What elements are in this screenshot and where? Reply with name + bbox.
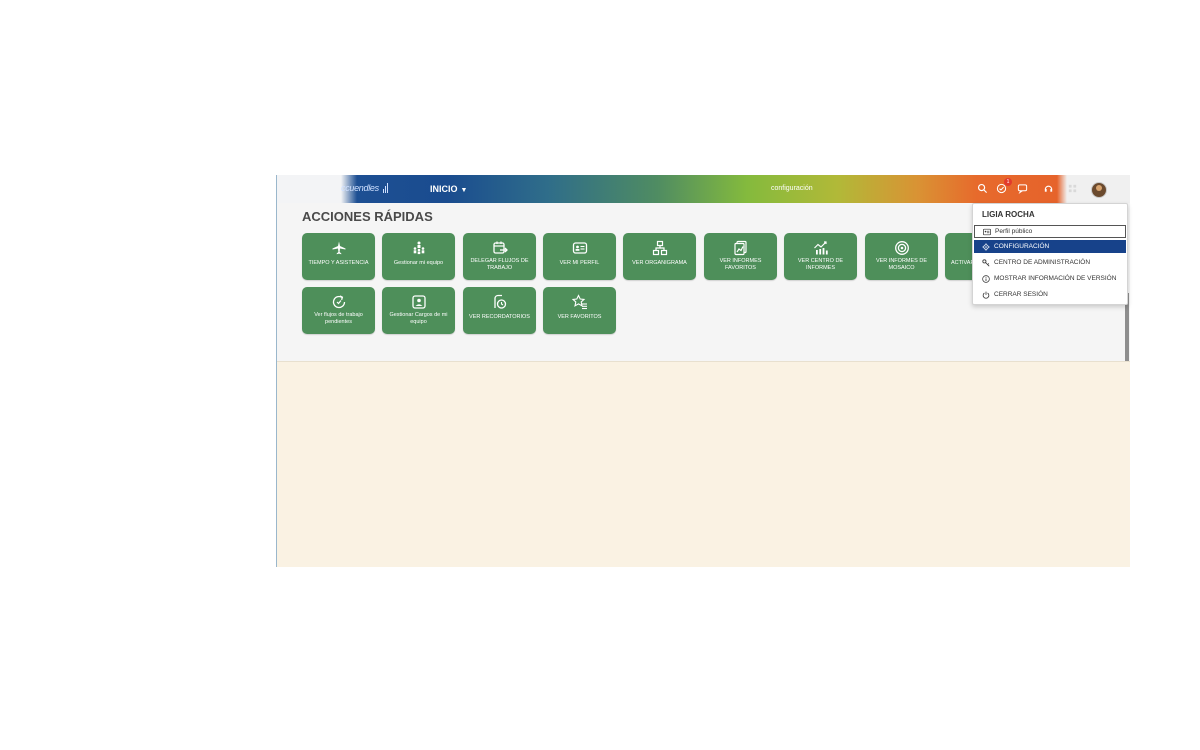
tile-delegar-flujos[interactable]: DELEGAR FLUJOS DE TRABAJO [463,233,536,280]
tile-ver-favoritos[interactable]: VER FAVORITOS [543,287,616,334]
tile-label: TIEMPO Y ASISTENCIA [308,260,369,266]
tile-label: DELEGAR FLUJOS DE TRABAJO [470,258,529,271]
chart-icon [784,240,857,256]
tile-label: VER INFORMES DE MOSAICO [875,258,928,271]
tile-ver-flujos-pendientes[interactable]: Ver flujos de trabajo pendientes [302,287,375,334]
org-chart-icon [623,240,696,256]
search-icon[interactable] [976,183,989,196]
help-icon[interactable] [1042,183,1055,196]
tile-label: Gestionar Cargos de mi equipo [389,312,448,325]
id-card-icon [543,240,616,256]
company-logo[interactable]: ccuendles [341,183,389,193]
tile-ver-recordatorios[interactable]: VER RECORDATORIOS [463,287,536,334]
menu-item-centro-administracion[interactable]: CENTRO DE ADMINISTRACIÓN [974,256,1126,269]
tile-ver-centro-informes[interactable]: VER CENTRO DE INFORMES [784,233,857,280]
top-navigation-bar: ccuendles INICIO▼ configuración 1 [277,175,1130,203]
menu-item-label: CENTRO DE ADMINISTRACIÓN [994,259,1091,266]
report-icon [704,240,777,256]
tile-label: VER FAVORITOS [557,314,602,320]
tile-label: Gestionar mi equipo [393,260,444,266]
menu-item-configuracion[interactable]: CONFIGURACIÓN [974,240,1126,253]
tile-ver-informes-mosaico[interactable]: VER INFORMES DE MOSAICO [865,233,938,280]
notification-badge: 1 [1004,178,1012,186]
user-avatar[interactable] [1091,182,1107,198]
menu-item-label: Perfil público [995,228,1033,235]
menu-item-cerrar-sesion[interactable]: CERRAR SESIÓN [974,288,1126,301]
user-menu-dropdown: LIGIA ROCHA Perfil público CONFIGURACIÓN… [972,203,1128,305]
tile-label: ACTIVAR [951,260,975,266]
target-icon [865,240,938,256]
menu-item-label: CONFIGURACIÓN [994,243,1050,250]
vertical-scrollbar[interactable] [1125,293,1129,363]
tile-label: VER CENTRO DE INFORMES [797,258,844,271]
power-icon [982,291,990,299]
tile-ver-mi-perfil[interactable]: VER MI PERFIL [543,233,616,280]
airplane-icon [302,240,375,256]
menu-item-label: MOSTRAR INFORMACIÓN DE VERSIÓN [994,275,1117,282]
menu-item-mostrar-version[interactable]: MOSTRAR INFORMACIÓN DE VERSIÓN [974,272,1126,285]
id-card-icon [983,228,991,236]
profile-box-icon [382,294,455,310]
keys-icon [982,259,990,267]
refresh-icon [302,294,375,310]
tile-label: Ver flujos de trabajo pendientes [314,312,363,325]
user-name: LIGIA ROCHA [982,210,1035,219]
tile-label: VER MI PERFIL [559,260,600,266]
menu-item-label: CERRAR SESIÓN [994,291,1048,298]
tile-ver-organigrama[interactable]: VER ORGANIGRAMA [623,233,696,280]
tile-tiempo-asistencia[interactable]: TIEMPO Y ASISTENCIA [302,233,375,280]
menu-item-perfil-publico[interactable]: Perfil público [974,225,1126,238]
gear-icon [982,243,990,251]
grid-icon[interactable] [1066,183,1079,196]
info-icon [982,275,990,283]
logo-text: ccuendles [341,183,379,193]
tile-label: VER ORGANIGRAMA [632,260,687,266]
tile-label: VER INFORMES FAVORITOS [719,258,762,271]
quick-actions-title: ACCIONES RÁPIDAS [302,209,433,224]
nav-inicio-label: INICIO [430,184,458,194]
logo-bars-icon [383,183,389,193]
tile-ver-informes-favoritos[interactable]: VER INFORMES FAVORITOS [704,233,777,280]
star-list-icon [543,294,616,310]
tile-gestionar-equipo[interactable]: Gestionar mi equipo [382,233,455,280]
calendar-arrow-icon [463,240,536,256]
tile-label: VER RECORDATORIOS [469,314,530,320]
clock-check-icon[interactable] [995,183,1008,196]
reminder-icon [463,294,536,310]
nav-inicio-menu[interactable]: INICIO▼ [430,184,467,194]
chevron-down-icon: ▼ [460,187,468,194]
chat-icon[interactable] [1016,183,1029,196]
tile-gestionar-cargos[interactable]: Gestionar Cargos de mi equipo [382,287,455,334]
page-context-title: configuración [771,185,813,192]
main-content-area [277,361,1130,567]
team-icon [382,240,455,256]
